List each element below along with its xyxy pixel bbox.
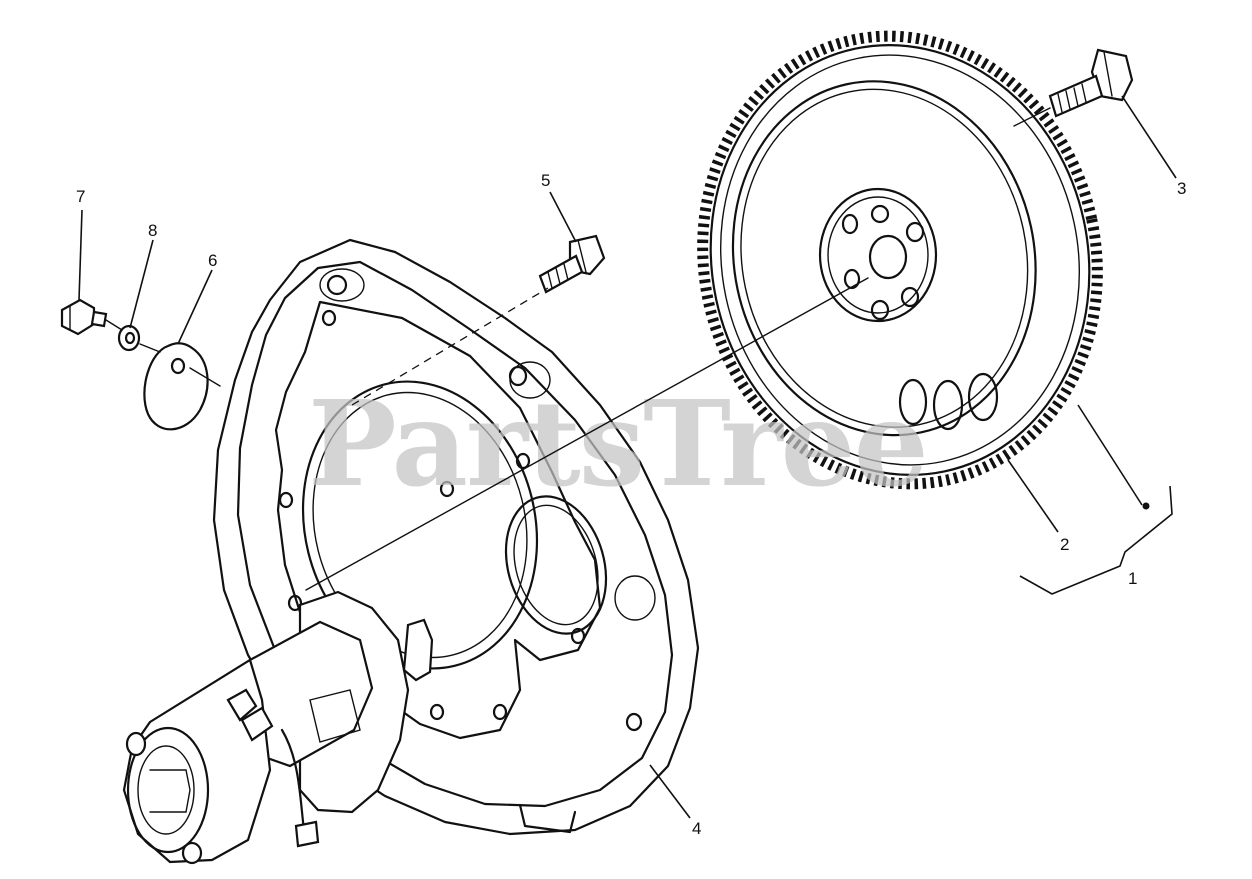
bolt-path-line [351, 287, 549, 406]
callout-7: 7 [76, 187, 85, 206]
washer-path-line [139, 343, 161, 353]
bolt3-path-line [1013, 107, 1051, 127]
callout-1: 1 [1128, 569, 1137, 588]
callout-6: 6 [208, 251, 217, 270]
leader-lines [78, 95, 1177, 819]
plug-path-line [105, 319, 123, 331]
callout-2: 2 [1060, 535, 1069, 554]
cover-path-line [189, 367, 221, 387]
washer-icon[interactable] [117, 324, 141, 352]
starter-motor-icon[interactable] [122, 590, 434, 865]
watermark: PartsTree [308, 374, 927, 513]
axis-line [305, 277, 869, 591]
flywheel-bolt-icon[interactable] [1048, 48, 1134, 118]
flywheel-housing-icon[interactable] [212, 238, 700, 836]
callout-8: 8 [148, 221, 157, 240]
callout-4: 4 [692, 819, 701, 838]
callout-5: 5 [541, 171, 550, 190]
cover-plate-icon[interactable] [143, 342, 209, 431]
housing-bolt-icon[interactable] [538, 234, 606, 294]
callout-3: 3 [1177, 179, 1186, 198]
plug-bolt-icon[interactable] [60, 298, 108, 336]
flywheel-icon[interactable] [662, 0, 1139, 521]
